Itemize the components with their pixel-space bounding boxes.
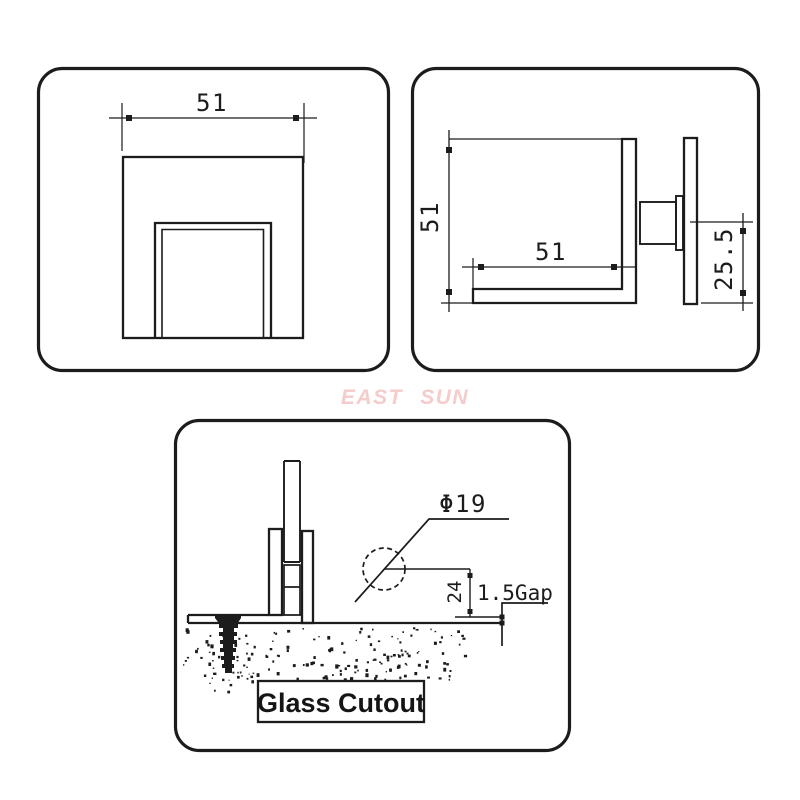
caption: Glass Cutout (256, 679, 426, 724)
back-plate (682, 136, 699, 306)
extension-lines (441, 138, 622, 304)
glass-opening-outer (153, 221, 273, 338)
dim-marker (478, 264, 484, 270)
clamp-plate-right (300, 529, 315, 625)
knob-neck (639, 201, 677, 245)
dim-marker (740, 290, 746, 296)
panel-border (36, 66, 391, 373)
dim-marker (126, 115, 132, 121)
knob-washer (675, 195, 684, 251)
front-width-label: 51 (196, 89, 228, 117)
dim-marker (293, 115, 299, 121)
watermark: EAST SUN (341, 386, 469, 409)
caption-label: Glass Cutout (257, 688, 425, 718)
dim-marker (499, 614, 505, 620)
caption-box (256, 679, 426, 724)
gap-label: 1.5Gap (477, 581, 553, 605)
dim-marker (740, 228, 746, 234)
glass-pane (283, 460, 301, 563)
extension-lines (121, 103, 305, 163)
height-dimension: 51 (416, 130, 622, 312)
dim-marker (446, 289, 452, 295)
glass-cutout-panel: Φ19 24 1.5Gap Glass Cutout (173, 418, 572, 753)
depth-dimension: 51 (462, 238, 637, 289)
floor-texture (183, 627, 468, 694)
dim-marker (467, 609, 473, 614)
clamp-side-profile (471, 137, 638, 305)
width-dimension: 51 (109, 89, 317, 163)
spacer-block (283, 564, 301, 616)
front-view-panel: 51 (36, 66, 391, 373)
dim-marker (611, 264, 617, 270)
panel-border (410, 66, 761, 373)
hole-diameter-label: Φ19 (439, 490, 487, 518)
leader-line (354, 518, 509, 603)
center-offset-dimension: 25.5 (690, 213, 753, 311)
dim-marker (446, 147, 452, 153)
panel-border (173, 418, 572, 753)
gap-leader (501, 602, 548, 646)
center-offset-label: 25.5 (710, 227, 738, 291)
dim-marker (499, 620, 505, 626)
gap-callout: 1.5Gap (455, 581, 553, 646)
side-depth-label: 51 (535, 238, 567, 266)
dim-marker (467, 573, 473, 578)
hole-height-label: 24 (444, 581, 466, 604)
glass-opening-inner (161, 228, 265, 338)
clamp-plate-left (267, 527, 284, 617)
side-height-label: 51 (416, 201, 444, 233)
hole-height-dimension: 24 (384, 568, 473, 617)
side-view-panel: 51 51 25.5 (410, 66, 761, 373)
clamp-front-outline (121, 155, 305, 340)
